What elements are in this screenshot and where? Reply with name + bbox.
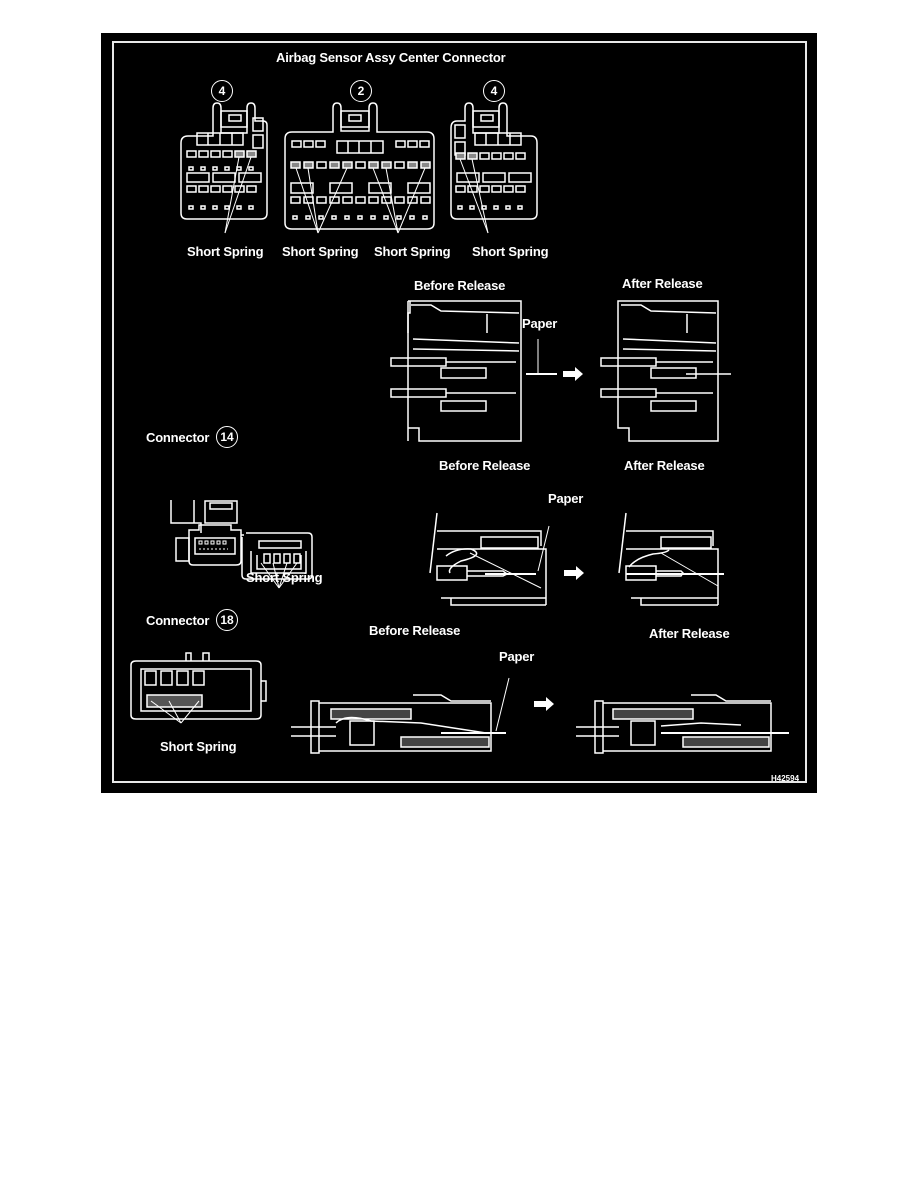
- short-spring-label: Short Spring: [160, 739, 237, 754]
- connector-4-left-drawing: [180, 102, 268, 234]
- connector-14-after-drawing: [618, 512, 724, 606]
- after-release-label: After Release: [624, 458, 705, 473]
- connector-18-before-drawing: [291, 677, 510, 754]
- top-release-before-drawing: [390, 300, 522, 442]
- after-release-label: After Release: [622, 276, 703, 291]
- connector-18-after-drawing: [576, 694, 789, 754]
- connector-number-badge: 4: [483, 80, 505, 102]
- connector-14-badge: 14: [216, 426, 238, 448]
- connector-18-label: Connector: [146, 613, 210, 628]
- connector-18-arrow: [534, 697, 554, 711]
- short-spring-label: Short Spring: [472, 244, 549, 259]
- connector-14-arrow: [564, 566, 584, 580]
- connector-18-drawing: [130, 652, 267, 724]
- diagram-panel: Airbag Sensor Assy Center Connector 4 2 …: [101, 33, 817, 793]
- connector-number-badge: 4: [211, 80, 233, 102]
- figure-code: H42594: [771, 774, 800, 783]
- connector-18-badge: 18: [216, 609, 238, 631]
- connector-2-drawing: [284, 102, 435, 234]
- before-release-label: Before Release: [414, 278, 506, 293]
- short-spring-label: Short Spring: [246, 570, 323, 585]
- line-art: [130, 102, 789, 754]
- connector-14-drawing: [170, 500, 313, 589]
- top-arrow: [563, 367, 583, 381]
- connector-4-right-drawing: [450, 102, 538, 234]
- before-release-label: Before Release: [369, 623, 461, 638]
- paper-label: Paper: [522, 316, 558, 331]
- figure-title: Airbag Sensor Assy Center Connector: [276, 50, 506, 65]
- paper-label: Paper: [499, 649, 535, 664]
- after-release-label: After Release: [649, 626, 730, 641]
- connector-number-badge: 2: [350, 80, 372, 102]
- short-spring-label: Short Spring: [374, 244, 451, 259]
- paper-label: Paper: [548, 491, 584, 506]
- diagram-frame: [112, 41, 807, 783]
- short-spring-label: Short Spring: [282, 244, 359, 259]
- top-release-after-drawing: [600, 300, 731, 442]
- connector-14-label: Connector: [146, 430, 210, 445]
- short-spring-label: Short Spring: [187, 244, 264, 259]
- before-release-label: Before Release: [439, 458, 531, 473]
- connector-14-before-drawing: [429, 512, 550, 606]
